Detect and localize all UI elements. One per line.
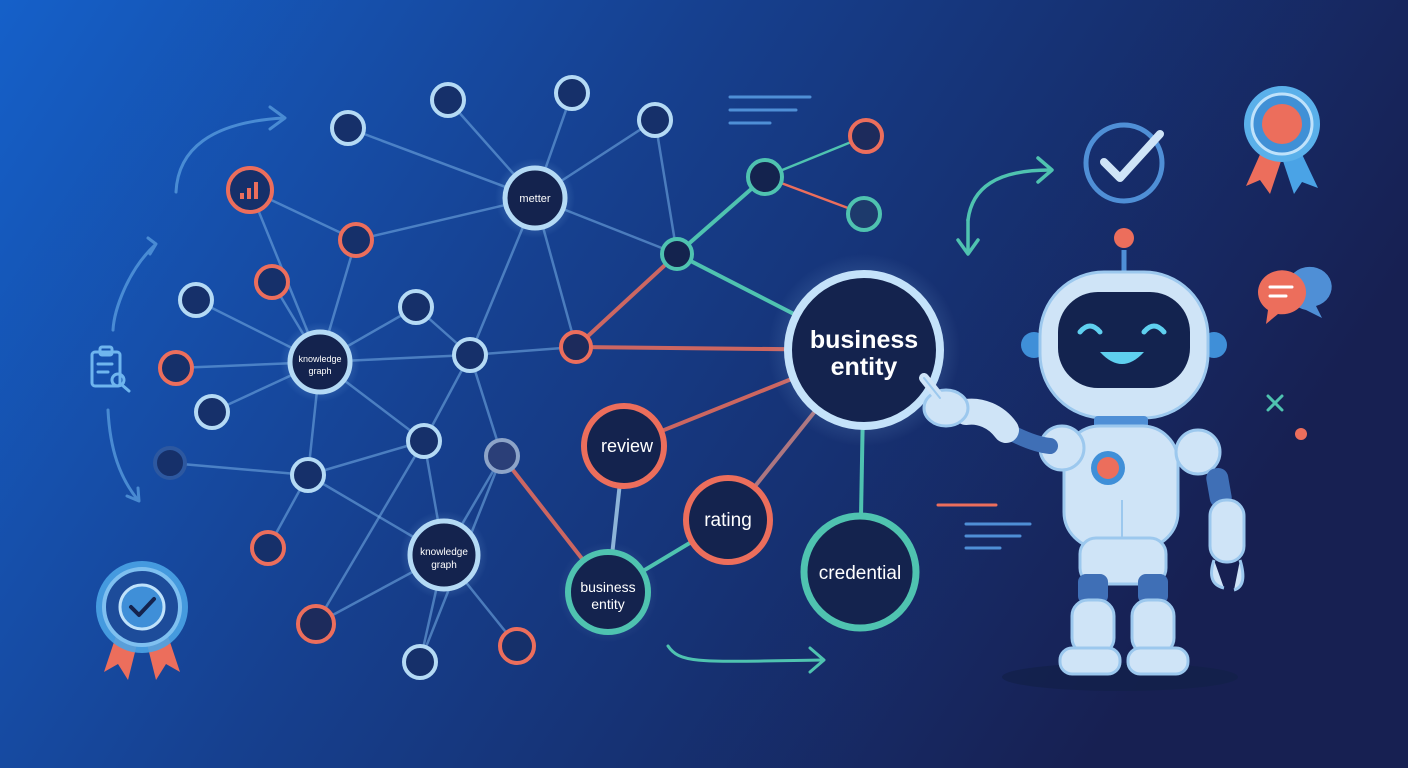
node-knowledge-line1: knowledge <box>420 547 468 558</box>
node-knowledge-line1: knowledge <box>298 354 341 364</box>
node-business-entity-main: business entity <box>768 254 960 446</box>
decor-text-lines-bottom <box>936 503 1032 550</box>
node-knowledge-line2: graph <box>431 560 457 571</box>
graph-nodes <box>153 75 884 680</box>
decor-text-lines-top <box>728 95 812 125</box>
node-knowledge-line2: graph <box>308 366 331 376</box>
node-rating: rating <box>683 475 773 565</box>
decor-cycle-arrows <box>956 156 1054 256</box>
node-business-entity-small: business entity <box>558 542 658 642</box>
decor-arrow-bottom <box>666 644 826 674</box>
node-knowledge-graph-upper: knowledge graph <box>280 322 360 402</box>
close-icon <box>1266 394 1284 412</box>
node-metter: metter <box>495 158 575 238</box>
clipboard-search-icon <box>90 345 131 393</box>
node-business-main-line2: entity <box>831 353 898 381</box>
node-business-line1: business <box>580 579 635 595</box>
decor-arrows-left <box>106 105 287 503</box>
chat-bubbles-icon <box>1257 266 1332 324</box>
node-credential: credential <box>800 512 920 632</box>
check-circle-icon <box>1083 122 1165 204</box>
decor-dot <box>1295 428 1307 440</box>
node-metter-label: metter <box>519 193 551 205</box>
node-review: review <box>581 403 667 489</box>
node-business-main-line1: business <box>810 326 918 354</box>
node-review-label: review <box>601 436 654 456</box>
award-badge-icon <box>96 561 188 680</box>
award-ribbon-icon <box>1244 86 1320 194</box>
node-credential-label: credential <box>819 563 901 584</box>
node-knowledge-graph-lower: knowledge graph <box>400 511 488 599</box>
bar-chart-icon <box>226 166 274 214</box>
node-business-line2: entity <box>591 596 624 612</box>
robot-mascot <box>919 228 1246 691</box>
node-rating-label: rating <box>704 510 752 531</box>
